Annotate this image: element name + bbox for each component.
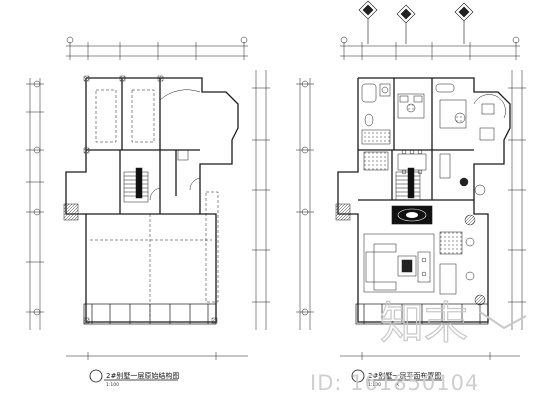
right-staircase [395,167,421,201]
watermark-logo-mark [479,311,527,330]
left-staircase [123,167,149,203]
living-room-furniture [363,214,486,306]
feature-rug [391,205,433,225]
left-top-dimensions [66,42,248,60]
right-plan-tag: X [396,382,399,388]
right-plan-scale: 1:100 [368,382,381,388]
left-title-block: 2#别墅一层原始结构图 1:100 [89,369,179,388]
bedroom-furniture [397,93,506,141]
watermark-logo: 知末 [380,298,468,349]
dining-area [363,149,486,196]
right-floor-plan [296,0,526,360]
right-entrance [355,303,489,325]
left-dashed-beams [90,89,219,320]
right-axis-bubbles [301,36,520,316]
left-plan-scale: 1:100 [106,382,119,388]
right-title-block: 2#别墅一层平面布置图 1:100 X [351,369,442,388]
left-right-dimensions [252,70,270,330]
left-walls [65,77,239,323]
right-title-bubble [351,369,365,383]
left-floor-plan [26,36,270,360]
right-bottom-dimensions [340,352,520,360]
left-side-dimensions [26,78,44,330]
right-plan-title: 2#别墅一层平面布置图 [368,371,441,380]
left-axis-bubbles [33,36,248,316]
watermark: 知末 ID: 161850104 [310,297,527,395]
left-entrance [83,303,217,325]
watermark-id: ID: 161850104 [310,371,479,395]
right-right-dimensions [508,70,526,330]
bathroom-fixtures [361,83,455,145]
left-bottom-dimensions [66,352,248,360]
left-plan-title: 2#别墅一层原始结构图 [106,371,179,380]
left-title-bubble [89,369,103,383]
right-top-dimensions [340,42,520,60]
right-side-dimensions [296,78,314,330]
compass-markers [358,0,474,44]
